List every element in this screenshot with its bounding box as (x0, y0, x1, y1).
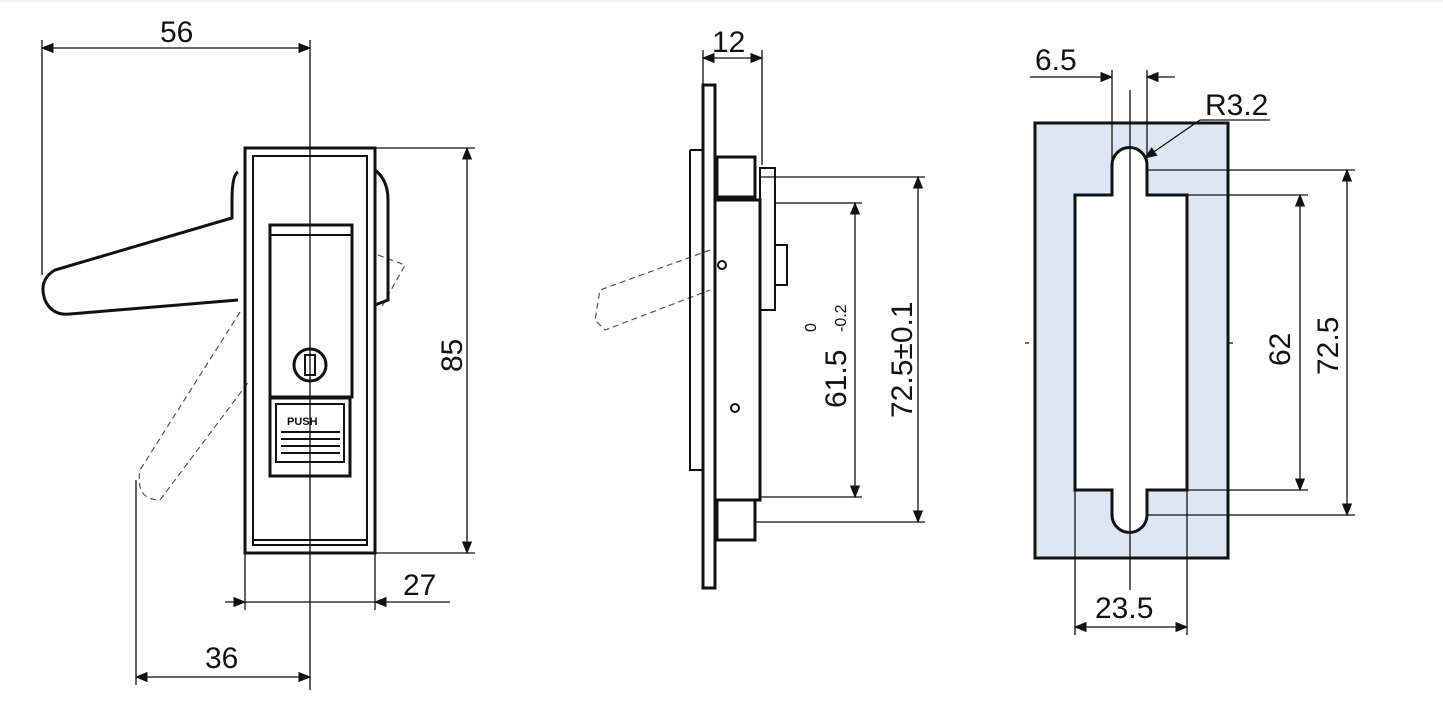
dim-72-5-tol: 72.5±0.1 (886, 301, 919, 418)
nut-top (715, 155, 757, 199)
dim-r3-2: R3.2 (1205, 89, 1268, 122)
tol-lower: -0.2 (833, 304, 850, 332)
cutout-view: 6.5 R3.2 62 72.5 23.5 (1025, 44, 1355, 635)
lever-side-dashed (594, 249, 711, 331)
cutout (1073, 146, 1189, 534)
dim-61-5: 61.5 (820, 350, 853, 408)
front-view: PUSH 56 85 27 36 (40, 16, 475, 690)
open-lever-outline (138, 311, 251, 501)
push-label: PUSH (287, 416, 318, 428)
dim-12: 12 (712, 26, 745, 59)
lever-right (374, 168, 390, 307)
dim-72-5: 72.5 (1312, 317, 1345, 375)
dim-62: 62 (1264, 333, 1297, 366)
dim-27: 27 (403, 569, 436, 602)
body (713, 198, 762, 502)
dim-56: 56 (160, 16, 193, 49)
plate (701, 83, 717, 590)
tol-upper: 0 (803, 323, 820, 332)
lever (41, 170, 239, 316)
window (268, 223, 354, 399)
dim-23-5: 23.5 (1095, 592, 1153, 625)
dim-6-5: 6.5 (1035, 44, 1077, 77)
dim-36: 36 (205, 642, 238, 675)
dim-85: 85 (436, 339, 469, 372)
side-view: 12 61.5 0 -0.2 72.5±0.1 (594, 26, 925, 590)
nut-bottom (715, 498, 757, 542)
